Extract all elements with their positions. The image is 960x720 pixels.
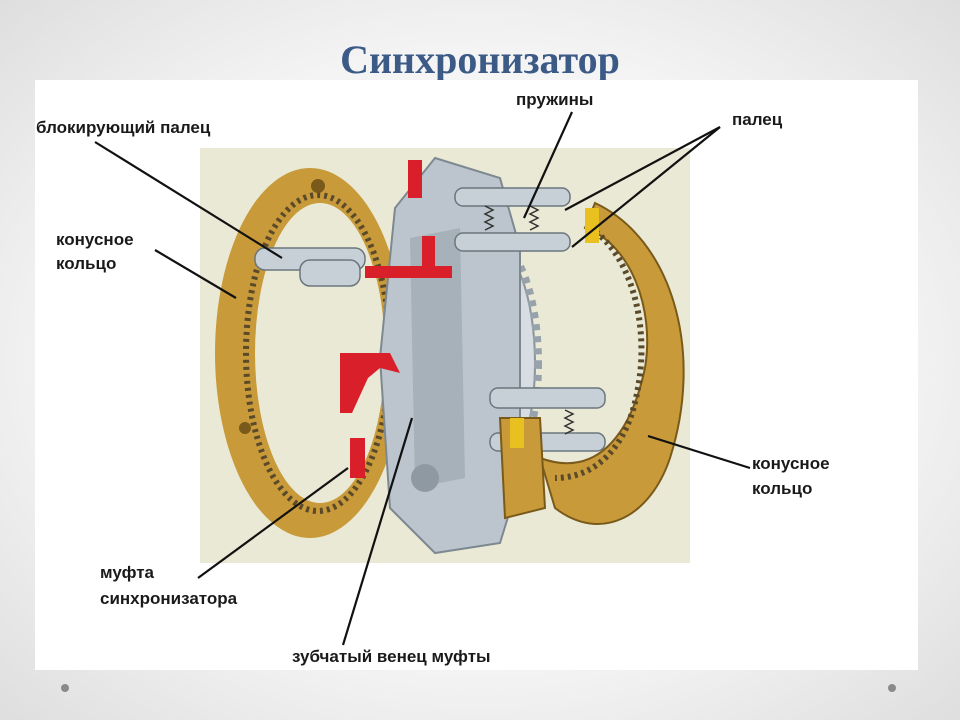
- label-cone-ring-left-line2: кольцо: [56, 252, 116, 276]
- label-gear-rim: зубчатый венец муфты: [292, 645, 491, 669]
- leader-pin-2: [572, 127, 720, 247]
- label-blocking-pin: блокирующий палец: [36, 116, 210, 140]
- slide-dot-right: [888, 684, 896, 692]
- leader-pin-1: [565, 127, 720, 210]
- label-springs: пружины: [516, 88, 593, 112]
- label-sleeve-line1: муфта: [100, 561, 154, 585]
- slide-dot-left: [61, 684, 69, 692]
- label-cone-ring-left-line1: конусное: [56, 228, 134, 252]
- leader-gear-rim: [343, 418, 412, 645]
- leader-cone-ring-left: [155, 250, 236, 298]
- leader-cone-ring-right: [648, 436, 750, 468]
- leader-springs: [524, 112, 572, 218]
- label-pin: палец: [732, 108, 782, 132]
- label-sleeve-line2: синхронизатора: [100, 587, 237, 611]
- label-cone-ring-right-line1: конусное: [752, 452, 830, 476]
- label-cone-ring-right-line2: кольцо: [752, 477, 812, 501]
- leader-sleeve: [198, 468, 348, 578]
